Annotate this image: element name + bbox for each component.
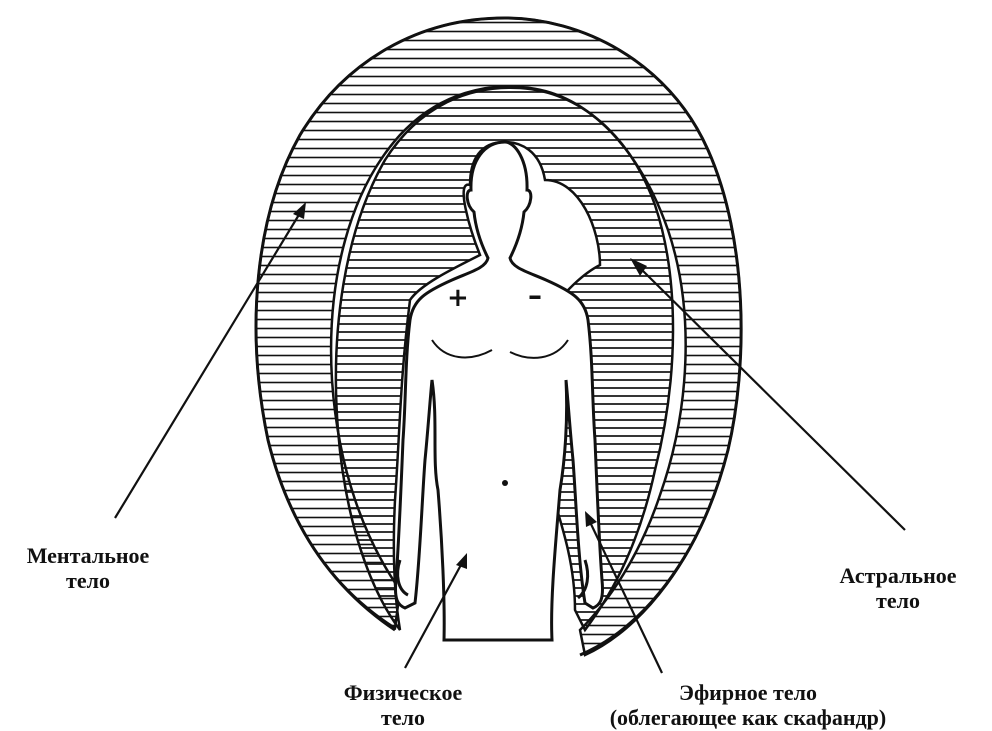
minus-sign: – — [528, 283, 542, 309]
label-physical-line1: Физическое — [318, 680, 488, 705]
navel — [502, 480, 508, 486]
label-astral-body: Астральное тело — [818, 563, 978, 613]
label-mental-line2: тело — [8, 568, 168, 593]
label-mental-line1: Ментальное — [8, 543, 168, 568]
label-etheric-line1: Эфирное тело — [588, 680, 908, 705]
label-astral-line2: тело — [818, 588, 978, 613]
label-astral-line1: Астральное — [818, 563, 978, 588]
plus-sign: + — [447, 285, 469, 311]
label-etheric-body: Эфирное тело (облегающее как скафандр) — [588, 680, 908, 730]
label-physical-line2: тело — [318, 705, 488, 730]
label-mental-body: Ментальное тело — [8, 543, 168, 593]
label-physical-body: Физическое тело — [318, 680, 488, 730]
label-etheric-line2: (облегающее как скафандр) — [588, 705, 908, 730]
